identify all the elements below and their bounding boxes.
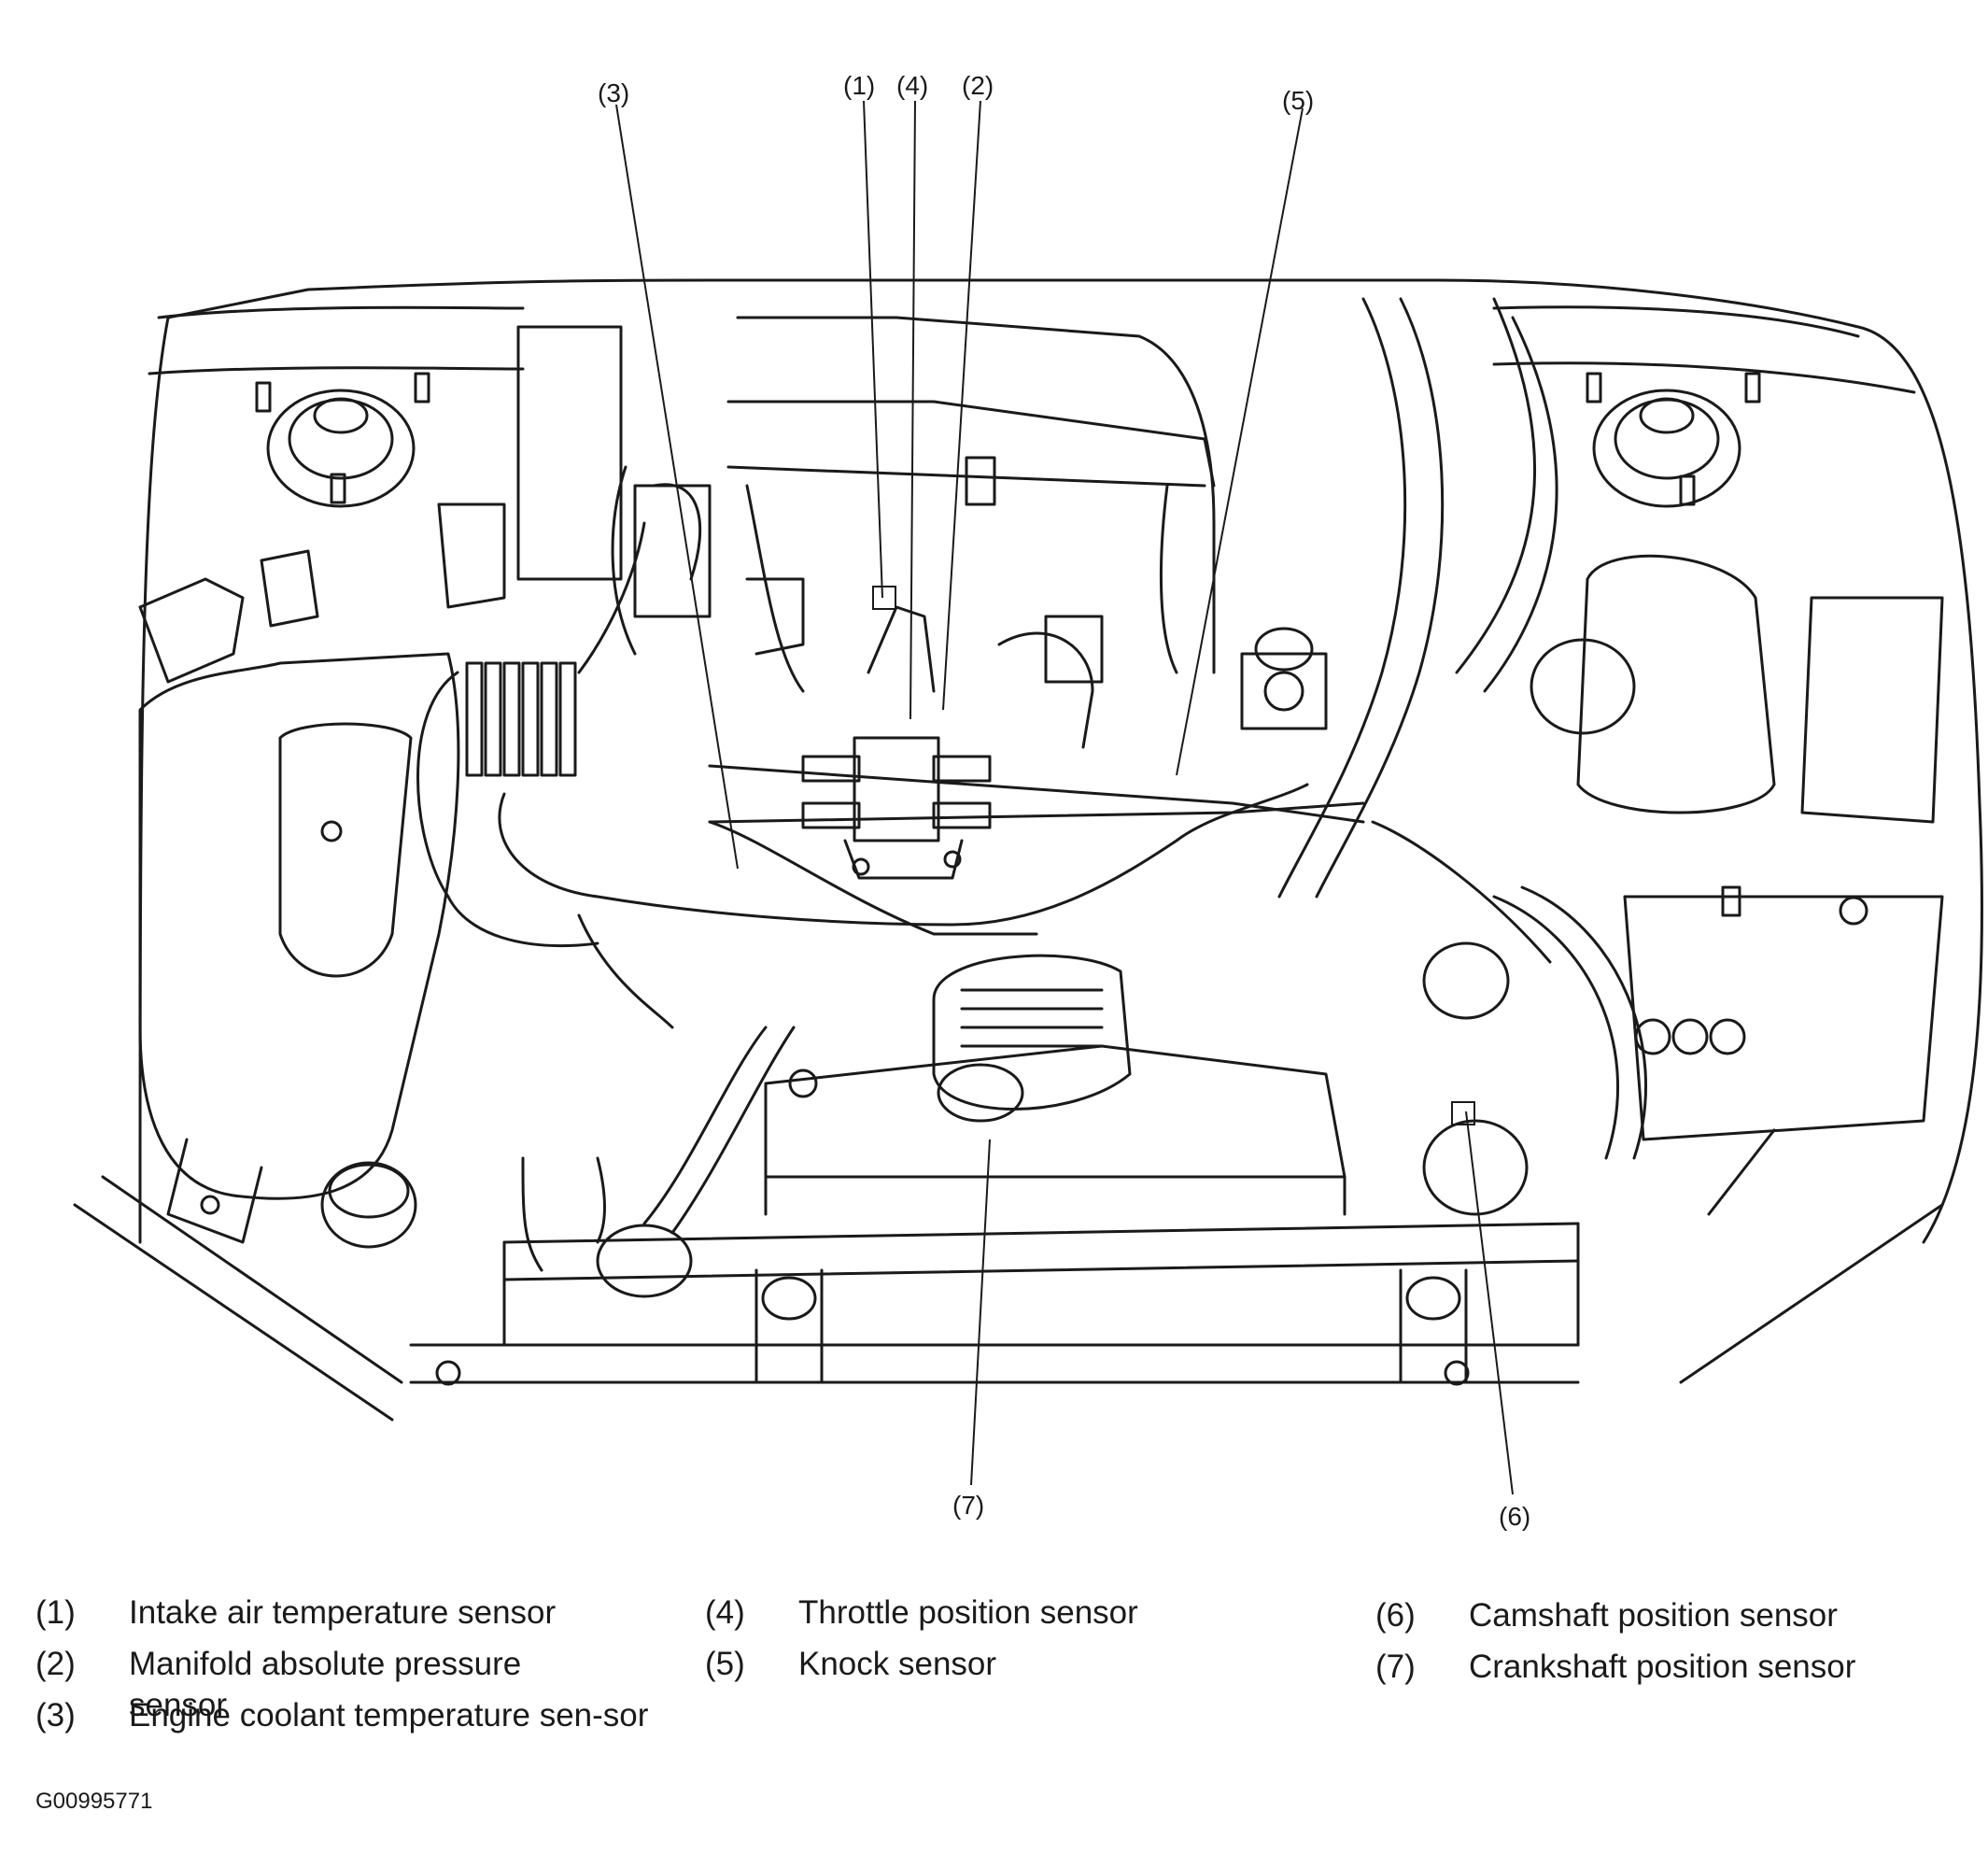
legend-number: (7) xyxy=(1375,1649,1416,1685)
callout-6: (6) xyxy=(1499,1502,1531,1531)
figure-code: G00995771 xyxy=(35,1789,153,1814)
legend-number: (2) xyxy=(35,1646,76,1682)
sensor-marker-1 xyxy=(872,586,896,610)
left-strut-tower xyxy=(255,372,430,508)
radiator-hose-left xyxy=(642,1026,768,1225)
right-hoses xyxy=(1277,297,1647,1216)
leader-line-4 xyxy=(909,100,916,720)
sensor-marker-6 xyxy=(1451,1101,1475,1125)
washer-cap xyxy=(320,1161,417,1249)
leader-line-7 xyxy=(970,1139,991,1486)
callout-1: (1) xyxy=(843,71,876,100)
right-strut-tower xyxy=(1586,372,1761,508)
legend-label: Crankshaft position sensor xyxy=(1469,1649,1856,1685)
legend-number: (5) xyxy=(705,1646,745,1682)
callout-5: (5) xyxy=(1282,86,1315,115)
leader-line-1 xyxy=(863,100,883,599)
coolant-reservoir xyxy=(1576,554,1776,814)
callout-2: (2) xyxy=(962,71,994,100)
legend-number: (4) xyxy=(705,1594,745,1631)
callout-3: (3) xyxy=(598,78,630,107)
alternator xyxy=(932,954,1132,1123)
callout-4: (4) xyxy=(896,71,929,100)
legend-number: (1) xyxy=(35,1594,76,1631)
intake-duct xyxy=(416,465,712,947)
engine-compartment-drawing xyxy=(73,100,1983,1495)
leader-line-5 xyxy=(1176,107,1304,776)
legend-label: Intake air temperature sensor xyxy=(129,1594,557,1631)
relay-box xyxy=(516,325,623,581)
legend-number: (6) xyxy=(1375,1597,1416,1634)
leader-line-6 xyxy=(1465,1111,1514,1495)
legend-label: Manifold absolute pressure sensor xyxy=(129,1646,522,1723)
leader-line-2 xyxy=(942,100,981,711)
legend-label: Engine coolant temperature sen-sor xyxy=(129,1697,649,1734)
washer-reservoir xyxy=(138,652,460,1200)
callout-7: (7) xyxy=(952,1491,985,1520)
legend-number: (3) xyxy=(35,1697,76,1734)
radiator-support xyxy=(435,1044,1580,1386)
legend-label: Camshaft position sensor xyxy=(1469,1597,1838,1634)
leader-lines xyxy=(615,100,1514,1495)
throttle-body xyxy=(801,605,1104,880)
legend-label: Knock sensor xyxy=(798,1646,997,1682)
legend-label: Throttle position sensor xyxy=(798,1594,1138,1631)
fuel-pressure-regulator xyxy=(1240,627,1328,730)
leader-line-3 xyxy=(615,104,739,870)
battery xyxy=(1623,885,1944,1216)
